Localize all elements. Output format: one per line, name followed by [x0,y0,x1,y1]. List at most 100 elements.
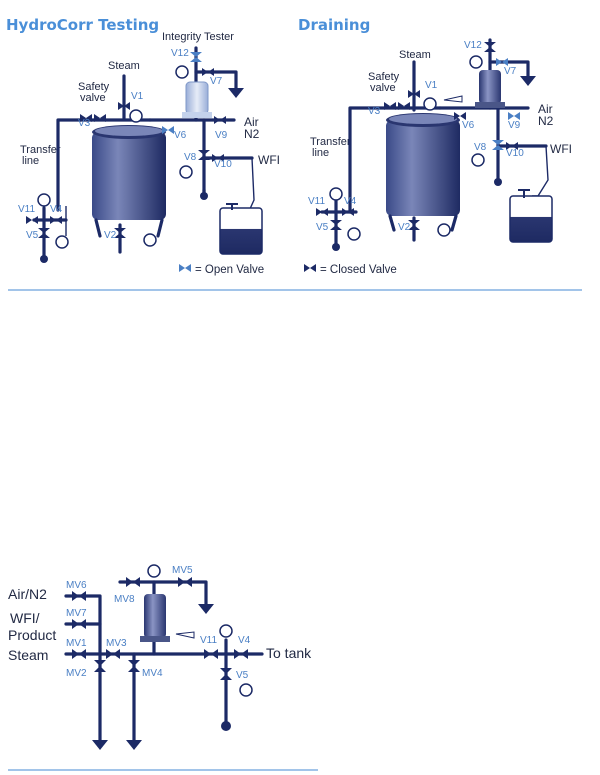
valve-v1[interactable] [118,102,130,110]
drain-bulb-v8 [494,178,502,186]
filter-housing [140,594,170,642]
valve-v2[interactable] [408,220,420,230]
valve-label-v3: V3 [78,118,91,129]
label-line: line [312,147,329,159]
label-wfi: WFI [258,153,280,167]
valve-label-v11: V11 [308,196,325,207]
legend-open-valve: = Open Valve [195,264,264,276]
valve-v6[interactable] [162,126,174,134]
drain-funnel-mid [126,740,142,750]
valve-v8[interactable] [492,140,504,150]
valve-v10[interactable] [212,154,224,162]
label-n2: N2 [538,114,554,128]
vent-funnel [198,604,214,614]
gauge-v8 [179,165,193,179]
valve-v8[interactable] [198,150,210,160]
wfi-hose [532,145,549,197]
valve-mv4[interactable] [128,660,140,672]
valve-label-v8: V8 [184,152,197,163]
valve-label-v11: V11 [200,635,217,646]
valve-v6[interactable] [454,112,466,120]
valve-label-v4: V4 [344,196,357,207]
valve-v12[interactable] [484,42,496,52]
valve-v11[interactable] [26,216,38,224]
label-safety: Safety [78,81,110,93]
valve-mv6[interactable] [72,591,86,601]
valve-mv1[interactable] [72,649,86,659]
panel-draining: Draining Steam Safety valve Transfer lin… [298,16,572,251]
legend: = Open Valve = Closed Valve [179,264,397,276]
valve-label-v9: V9 [508,120,521,131]
valve-v9[interactable] [214,116,226,124]
valve-label-v1: V1 [425,80,438,91]
drain-bulb-left [332,243,340,251]
valve-v3[interactable] [80,114,106,122]
drain-bulb-v8 [200,192,208,200]
label-to-tank: To tank [266,645,312,661]
label-valve: valve [80,92,106,104]
valve-mv7[interactable] [72,619,86,629]
label-steam: Steam [108,60,140,72]
valve-v11[interactable] [316,208,328,216]
valve-label-v7: V7 [504,66,517,77]
valve-label-v4: V4 [50,204,63,215]
label-integrity-tester: Integrity Tester [162,31,234,43]
valve-label-v10: V10 [214,159,232,170]
gauge-tank [423,97,437,111]
label-valve: valve [370,82,396,94]
label-safety: Safety [368,71,400,83]
valve-label-v9: V9 [215,130,228,141]
valve-label-v8: V8 [474,142,487,153]
valve-v4[interactable] [342,208,354,216]
gauge-tester [175,65,189,79]
gauge-v2 [143,233,157,247]
valve-label-v6: V6 [462,120,475,131]
gauge-v2 [437,223,451,237]
valve-label-v5: V5 [26,230,39,241]
valve-v11[interactable] [204,649,218,659]
label-product: Product [8,627,56,643]
valve-v5[interactable] [220,668,232,680]
valve-label-v12: V12 [171,48,189,59]
filter-housing [182,81,212,118]
valve-v5[interactable] [38,228,50,238]
gauge-v8 [471,153,485,167]
valve-label-mv3: MV3 [106,638,127,649]
main-tank [386,113,460,232]
closed-valve-icon [304,264,316,272]
valve-label-v5: V5 [316,222,329,233]
label-transfer: Transfer [310,136,351,148]
valve-v1[interactable] [408,90,420,98]
gauge-tank [219,624,233,638]
valve-mv8[interactable] [126,577,140,587]
valve-v3[interactable] [384,102,410,110]
valve-mv5[interactable] [178,577,192,587]
legend-closed-valve: = Closed Valve [320,264,397,276]
valve-v9[interactable] [508,112,520,120]
valve-label-v11: V11 [18,204,35,215]
valve-label-mv2: MV2 [66,668,87,679]
valve-label-mv1: MV1 [66,638,87,649]
valve-v4[interactable] [50,216,62,224]
valve-label-v1: V1 [131,91,144,102]
tester-top-pipe [118,580,208,606]
valve-v10[interactable] [506,142,518,150]
label-transfer: Transfer [20,144,61,156]
valve-v12[interactable] [190,52,202,62]
gauge-tester [147,564,161,578]
valve-label-v4: V4 [238,635,251,646]
valve-v7[interactable] [202,68,214,76]
label-steam: Steam [399,49,431,61]
label-line: line [22,155,39,167]
valve-mv2[interactable] [94,660,106,672]
panel-manifold: Air/N2 WFI/ Product Steam To tank [8,564,312,750]
label-air-n2: Air/N2 [8,586,47,602]
main-tank [92,125,166,238]
valve-v2[interactable] [114,228,126,238]
valve-mv3[interactable] [106,649,120,659]
valve-v4[interactable] [234,649,248,659]
valve-v5[interactable] [330,220,342,230]
valve-v7[interactable] [496,58,508,66]
label-n2: N2 [244,127,260,141]
